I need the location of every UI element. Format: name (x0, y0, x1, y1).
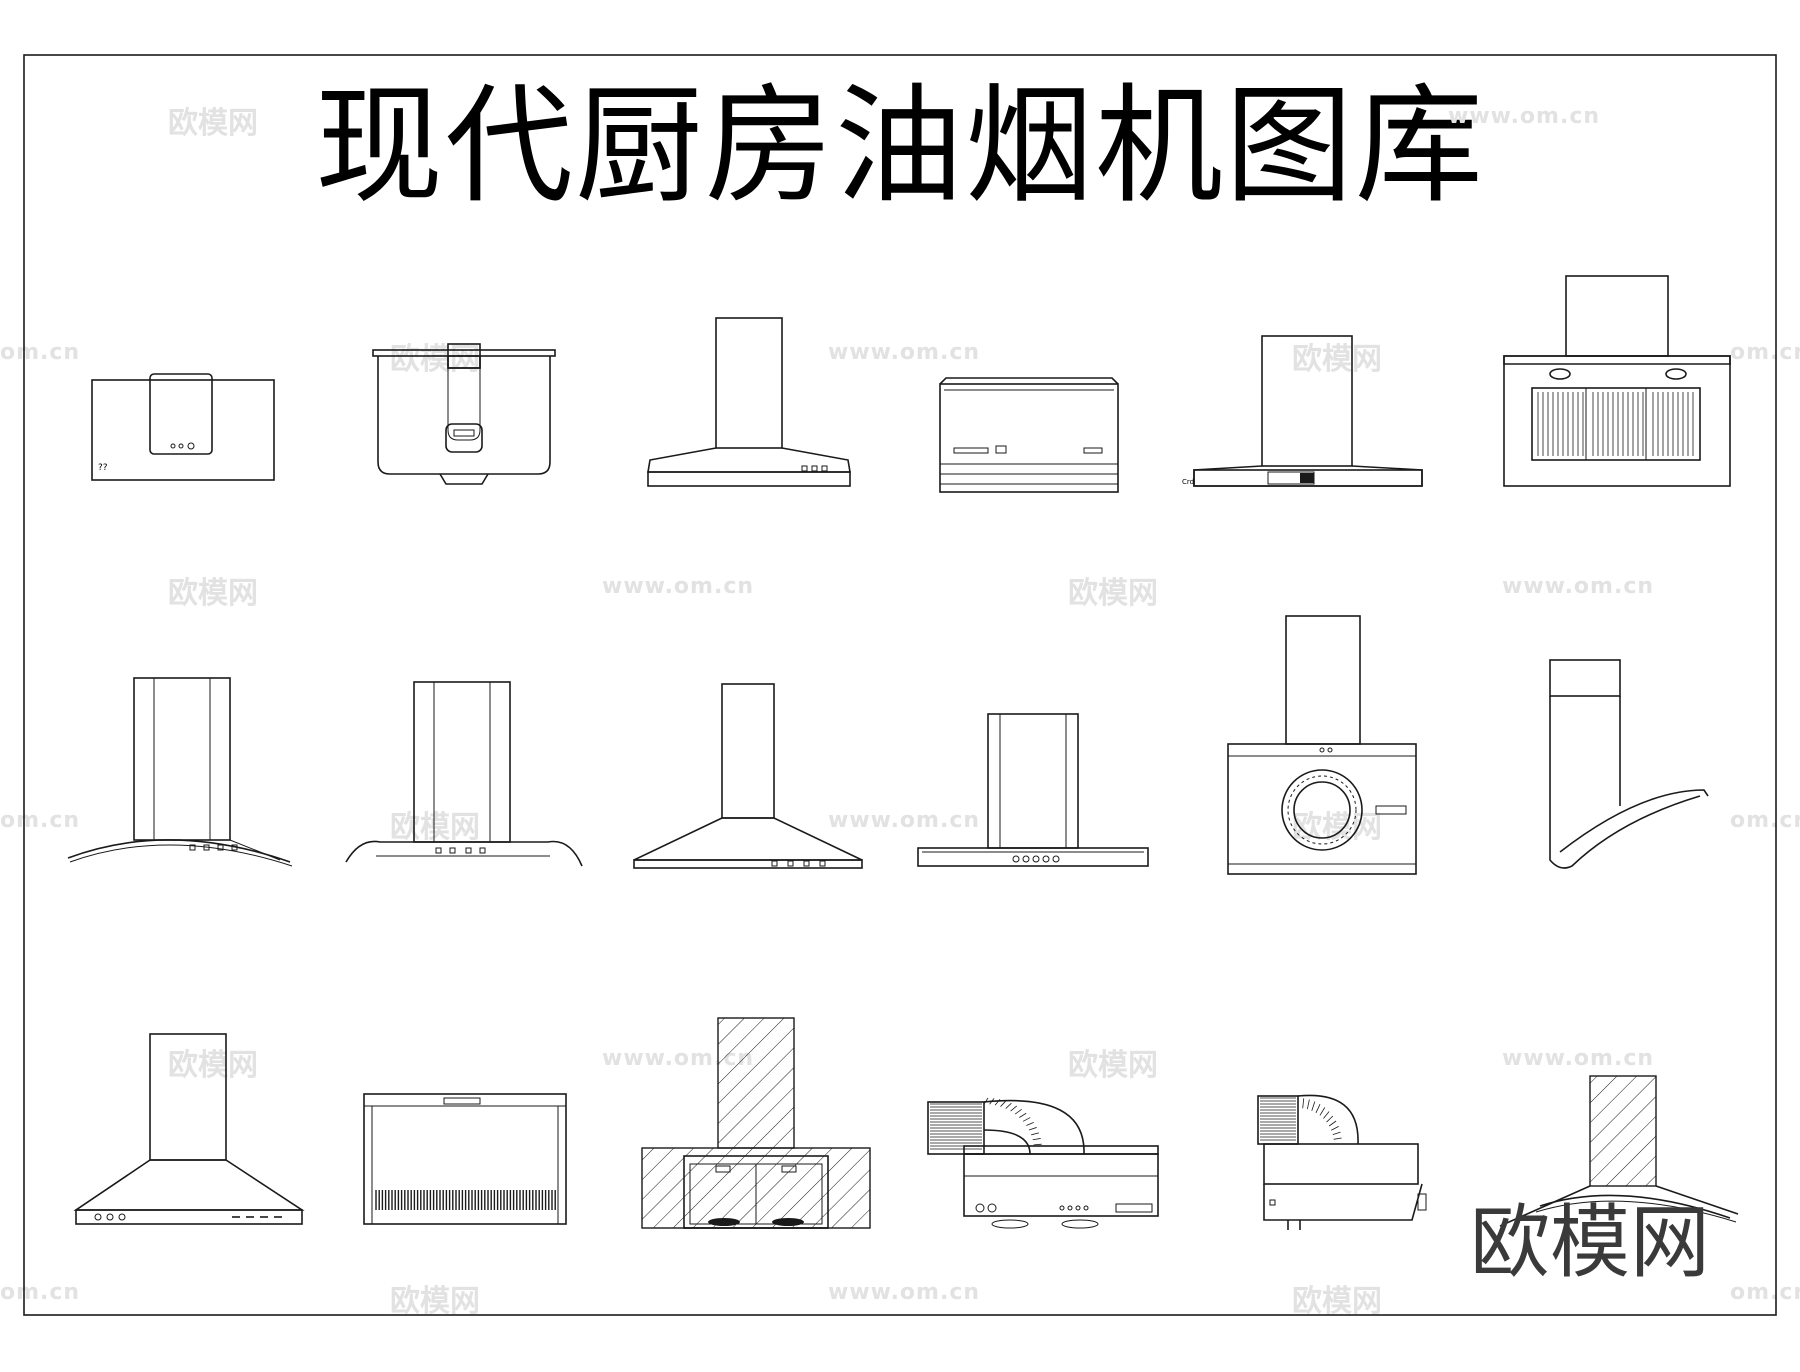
watermark-site: www.om.cn (828, 1280, 981, 1305)
watermark-name: 欧模网 (390, 1284, 480, 1319)
watermark-site: www.om.cn (828, 340, 981, 365)
range-hood-11 (1227, 615, 1417, 875)
watermark-name: 欧模网 (390, 810, 480, 845)
range-hood-1: ?? (91, 373, 275, 481)
brand-watermark: 欧模网 (1470, 1196, 1710, 1289)
watermark-site: www.om.cn (828, 808, 981, 833)
sheet-border (23, 54, 1777, 1316)
range-hood-13 (73, 1033, 305, 1225)
watermark-name: 欧模网 (168, 1048, 258, 1083)
range-hood-3 (647, 317, 851, 487)
watermark-name: 欧模网 (1068, 1048, 1158, 1083)
range-hood-2 (372, 343, 556, 485)
watermark-name: 欧模网 (1292, 342, 1382, 377)
range-hood-7 (67, 677, 293, 867)
range-hood-4 (939, 377, 1119, 493)
watermark-name: 欧模网 (168, 106, 258, 141)
watermark-site: www.om.cn (1448, 104, 1601, 129)
range-hood-8 (345, 681, 583, 867)
watermark-name: 欧模网 (390, 342, 480, 377)
watermark-site-partial: om.cn (0, 808, 81, 833)
range-hood-10 (917, 713, 1149, 867)
range-hood-5: Crd (1182, 335, 1423, 487)
watermark-site-partial: om.cn (1730, 340, 1800, 365)
watermark-name: 欧模网 (168, 576, 258, 611)
range-hood-15 (641, 1017, 871, 1229)
svg-text:??: ?? (98, 463, 108, 473)
range-hood-16 (927, 1097, 1159, 1229)
watermark-name: 欧模网 (1292, 810, 1382, 845)
range-hood-17 (1257, 1094, 1427, 1230)
watermark-site-partial: om.cn (1730, 1280, 1800, 1305)
range-hood-9 (633, 683, 863, 869)
watermark-name: 欧模网 (1292, 1284, 1382, 1319)
watermark-site: www.om.cn (602, 574, 755, 599)
range-hood-6 (1503, 275, 1731, 487)
watermark-site-partial: om.cn (1730, 808, 1800, 833)
watermark-name: 欧模网 (1068, 576, 1158, 611)
svg-text:Crd: Crd (1182, 478, 1194, 486)
watermark-site-partial: om.cn (0, 1280, 81, 1305)
watermark-site: www.om.cn (1502, 574, 1655, 599)
watermark-site-partial: om.cn (0, 340, 81, 365)
range-hood-14 (363, 1093, 567, 1225)
page-title: 现代厨房油烟机图库 (314, 72, 1485, 221)
range-hood-12 (1549, 659, 1709, 869)
watermark-site: www.om.cn (1502, 1046, 1655, 1071)
range-hood-18 (1499, 1075, 1739, 1227)
